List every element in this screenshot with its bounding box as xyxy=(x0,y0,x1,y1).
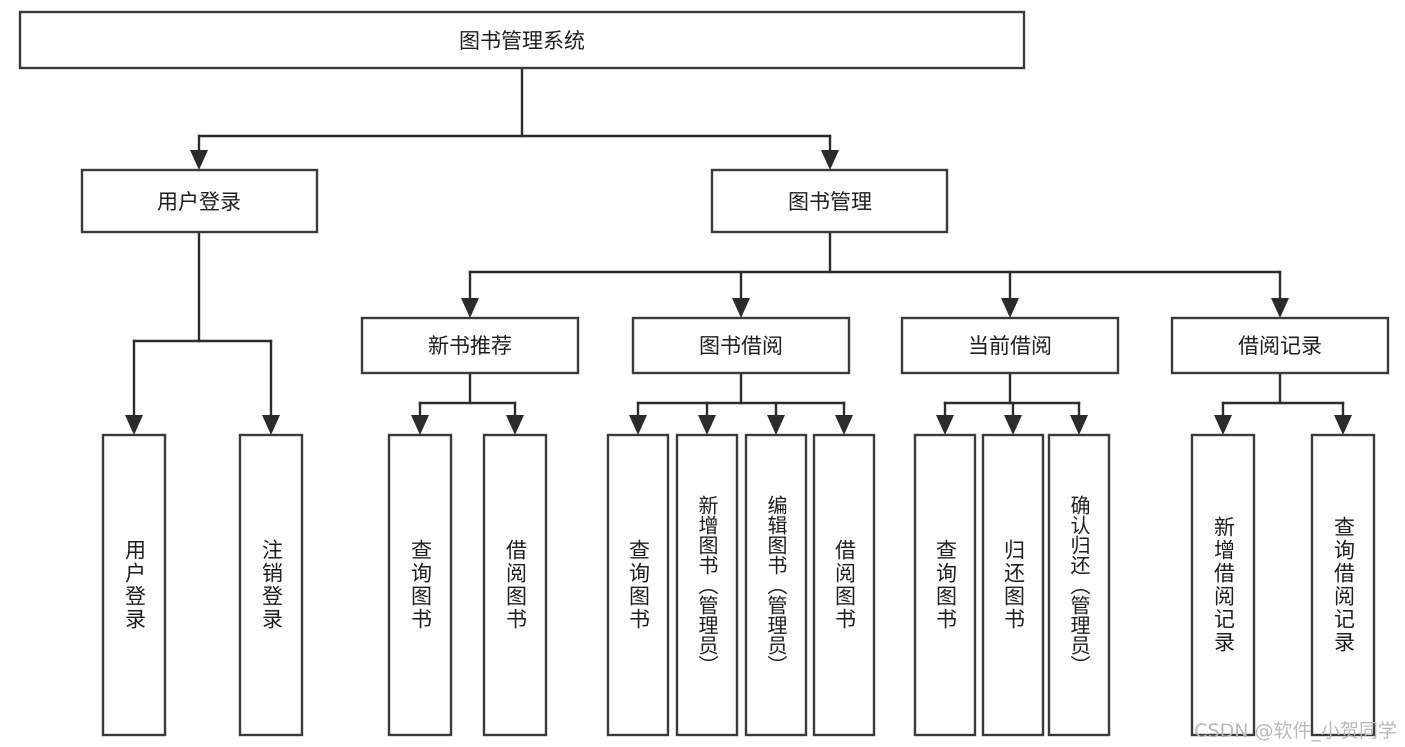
arrow-head-leaf-borrow-book-recommend xyxy=(506,415,524,435)
arrow-head-leaf-query-book-borrow xyxy=(629,415,647,435)
leaf-return-book-box[interactable] xyxy=(981,433,1045,737)
node-current-borrow[interactable]: 当前借阅 xyxy=(900,316,1120,375)
arrow-head-leaf-user-login xyxy=(125,415,143,435)
arrow-head-leaf-add-book-admin xyxy=(698,415,716,435)
node-book-management-label: 图书管理 xyxy=(788,190,872,214)
node-root-label: 图书管理系统 xyxy=(459,29,585,53)
leaf-user-login-box[interactable] xyxy=(101,433,167,737)
node-borrow-record-box[interactable] xyxy=(1170,316,1390,375)
node-new-book-recommend[interactable]: 新书推荐 xyxy=(360,316,580,375)
leaf-query-book-recommend-box[interactable] xyxy=(387,433,453,737)
leaf-query-borrow-record-box[interactable] xyxy=(1310,433,1376,737)
node-book-borrow-label: 图书借阅 xyxy=(699,334,783,358)
arrow-head-borrow-record xyxy=(1271,298,1289,318)
arrow-head-book-management xyxy=(821,150,839,170)
leaf-confirm-return-admin-box[interactable] xyxy=(1047,433,1111,737)
node-book-management[interactable]: 图书管理 xyxy=(710,168,949,234)
arrow-head-leaf-query-borrow-record xyxy=(1334,415,1352,435)
leaf-query-book-current-box[interactable] xyxy=(913,433,977,737)
node-current-borrow-box[interactable] xyxy=(900,316,1120,375)
csdn-watermark: CSDN @软件_小贺同学 xyxy=(1194,720,1397,742)
node-user-login[interactable]: 用户登录 xyxy=(80,168,319,234)
node-book-management-box[interactable] xyxy=(710,168,949,234)
node-new-book-recommend-box[interactable] xyxy=(360,316,580,375)
leaf-box-group xyxy=(101,433,1376,737)
leaf-borrow-book-box[interactable] xyxy=(812,433,876,737)
node-user-login-box[interactable] xyxy=(80,168,319,234)
arrow-head-leaf-logout xyxy=(262,415,280,435)
leaf-edit-book-admin-box[interactable] xyxy=(744,433,808,737)
arrow-head-current-borrow xyxy=(1001,298,1019,318)
arrow-head-book-borrow xyxy=(732,298,750,318)
arrow-head-leaf-add-borrow-record xyxy=(1214,415,1232,435)
arrow-head-leaf-query-book-current xyxy=(936,415,954,435)
leaf-borrow-book-recommend-box[interactable] xyxy=(482,433,548,737)
node-root[interactable]: 图书管理系统 xyxy=(18,10,1026,70)
arrow-head-new-book-recommend xyxy=(461,298,479,318)
connector-group xyxy=(125,66,1352,435)
node-current-borrow-label: 当前借阅 xyxy=(968,334,1052,358)
arrow-head-leaf-edit-book-admin xyxy=(767,415,785,435)
arrow-head-leaf-query-book-recommend xyxy=(411,415,429,435)
leaf-add-book-admin-box[interactable] xyxy=(675,433,739,737)
arrow-head-leaf-borrow-book xyxy=(835,415,853,435)
node-root-box[interactable] xyxy=(18,10,1026,70)
leaf-add-borrow-record-box[interactable] xyxy=(1190,433,1256,737)
node-borrow-record-label: 借阅记录 xyxy=(1238,334,1322,358)
arrow-head-user-login xyxy=(190,150,208,170)
arrow-head-leaf-confirm-return-admin xyxy=(1070,415,1088,435)
node-new-book-recommend-label: 新书推荐 xyxy=(428,334,512,358)
leaf-query-book-borrow-box[interactable] xyxy=(606,433,670,737)
arrow-head-leaf-return-book xyxy=(1004,415,1022,435)
node-user-login-label: 用户登录 xyxy=(157,190,241,214)
leaf-logout-box[interactable] xyxy=(238,433,304,737)
node-book-borrow-box[interactable] xyxy=(631,316,851,375)
node-borrow-record[interactable]: 借阅记录 xyxy=(1170,316,1390,375)
node-book-borrow[interactable]: 图书借阅 xyxy=(631,316,851,375)
